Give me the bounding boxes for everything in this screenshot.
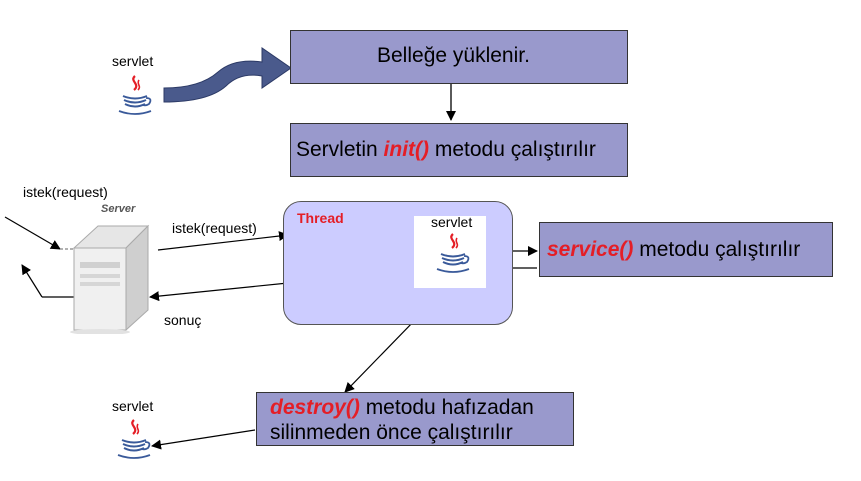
service-text: service() metodu çalıştırılır	[547, 238, 800, 262]
arrow-destroy-to-servlet	[151, 429, 256, 450]
request-label-left: istek(request)	[23, 184, 108, 200]
destroy-suffix: metodu hafızadan	[359, 396, 534, 419]
thread-label: Thread	[297, 210, 344, 226]
servlet-label-top: servlet	[112, 53, 154, 69]
load-box	[290, 30, 628, 84]
servlet-label-bottom: servlet	[112, 398, 154, 414]
init-text: Servletin init() metodu çalıştırılır	[296, 138, 596, 162]
init-method: init()	[383, 138, 430, 161]
result-label: sonuç	[164, 312, 202, 328]
destroy-method: destroy()	[270, 396, 360, 419]
curved-arrow	[163, 47, 292, 103]
server-label: Server	[101, 203, 136, 215]
destroy-box	[256, 392, 574, 446]
arrow-request-in	[4, 216, 61, 250]
request-label-mid: istek(request)	[172, 220, 257, 236]
server-icon	[68, 218, 158, 335]
servlet-label-thread: servlet	[431, 214, 473, 230]
init-prefix: Servletin	[296, 138, 384, 161]
java-cup-icon	[115, 74, 155, 118]
destroy-text-line2: silinmeden önce çalıştırılır	[270, 421, 513, 444]
init-suffix: metodu çalıştırılır	[429, 138, 596, 161]
java-cup-icon	[433, 232, 473, 276]
arrow-request-to-thread	[157, 231, 289, 251]
servlet-panel	[414, 216, 486, 288]
load-text: Belleğe yüklenir.	[377, 44, 530, 67]
arrow-result-to-server	[149, 282, 289, 302]
java-cup-icon	[114, 418, 154, 462]
service-box	[539, 222, 833, 277]
service-suffix: metodu çalıştırılır	[633, 238, 801, 261]
destroy-text-line1: destroy() metodu hafızadan	[270, 396, 534, 420]
service-method: service()	[547, 238, 634, 261]
init-box	[290, 123, 628, 177]
